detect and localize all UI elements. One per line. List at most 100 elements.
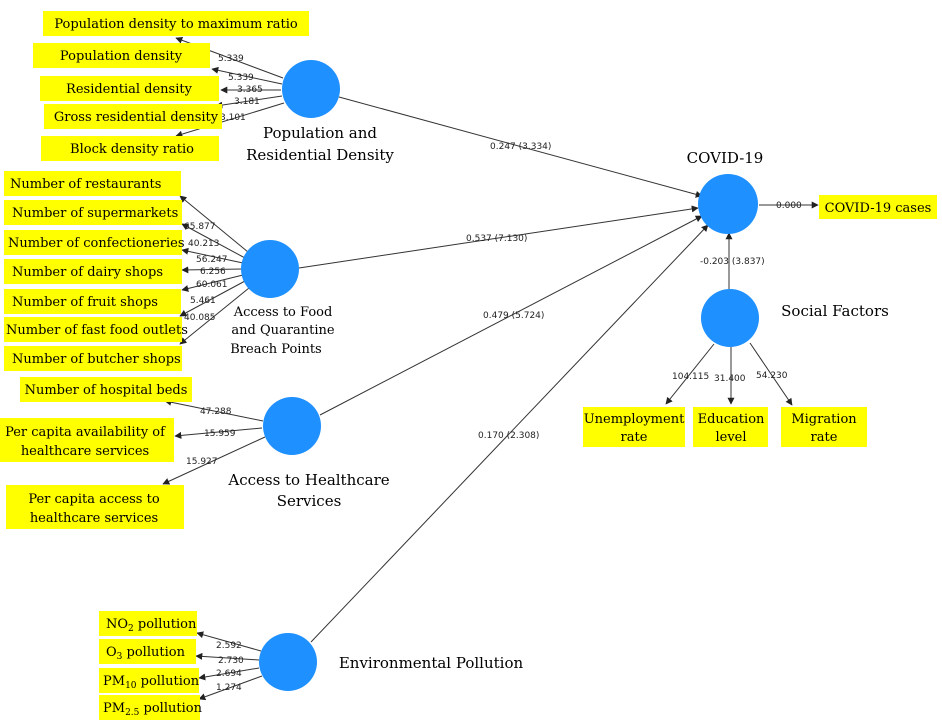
- latent-label-line: Social Factors: [781, 302, 889, 320]
- indicator-subscript: 3: [117, 652, 123, 662]
- indicator-box: [819, 195, 937, 219]
- loading-edge: [211, 66, 283, 85]
- loading-edge: [198, 675, 263, 701]
- latent-label-line: Access to Healthcare: [227, 471, 389, 489]
- indicator-box: [33, 43, 210, 68]
- latent-node-environmental-pollution: [259, 633, 317, 691]
- loading-edge: [179, 280, 246, 317]
- indicator-label: Number of confectioneries: [8, 236, 184, 251]
- path-pop-covid: [338, 96, 703, 198]
- structural-paths: [298, 96, 733, 643]
- loading-label: 104.115: [672, 372, 709, 382]
- loading-label: 2.694: [216, 669, 242, 679]
- indicator-suffix: pollution: [137, 674, 200, 689]
- indicator-box: [41, 136, 219, 161]
- latent-label-line: and Quarantine: [231, 323, 334, 338]
- block-social-factors: 104.115 31.400 54.230 Unemployment rate …: [583, 289, 889, 447]
- indicator-label-pm25: PM2.5 pollution: [103, 701, 203, 718]
- path-label-food-covid: 0.537 (7.130): [466, 234, 527, 244]
- loading-label: 15.927: [186, 457, 218, 467]
- latent-node-access-to-healthcare: [263, 397, 321, 455]
- loading-label: 65.877: [184, 222, 216, 232]
- loading-label: 5.339: [218, 54, 244, 64]
- loading-edge: [179, 195, 249, 253]
- indicator-label: Number of hospital beds: [25, 383, 188, 398]
- indicator-label: Unemployment: [584, 412, 685, 427]
- indicator-label: healthcare services: [21, 444, 149, 459]
- indicator-label-o3: O3 pollution: [106, 645, 186, 662]
- indicator-label: Per capita availability of: [5, 425, 166, 440]
- latent-node-population-density: [282, 60, 340, 118]
- loading-label: 56.247: [196, 255, 228, 265]
- indicator-label: Block density ratio: [70, 142, 194, 157]
- indicator-label: Population density to maximum ratio: [54, 17, 298, 32]
- indicator-label: Residential density: [66, 82, 193, 97]
- indicator-box: [44, 104, 222, 129]
- block-access-to-healthcare: 47.288 15.959 15.927 Number of hospital …: [0, 377, 390, 529]
- loading-label: 6.256: [200, 267, 226, 277]
- indicator-label: Migration: [791, 412, 857, 427]
- latent-label-line: Breach Points: [230, 342, 321, 357]
- block-population-density: 5.339 5.339 3.365 3.181 3.101 Population…: [33, 11, 394, 164]
- latent-node-social-factors: [701, 289, 759, 347]
- loading-label: 47.288: [200, 407, 232, 417]
- path-label-health-covid: 0.479 (5.724): [483, 311, 544, 321]
- indicator-label: Number of fast food outlets: [6, 323, 188, 338]
- indicator-suffix: pollution: [134, 617, 197, 632]
- loading-edge: [175, 102, 285, 138]
- indicator-subscript: 2: [128, 624, 134, 634]
- latent-label-line: Environmental Pollution: [339, 654, 524, 672]
- indicator-box: [4, 200, 182, 225]
- loading-edge: [196, 631, 262, 652]
- indicator-label: O: [106, 645, 117, 660]
- latent-label-line: Access to Food: [233, 305, 333, 320]
- latent-label-line: Population and: [263, 124, 377, 142]
- indicator-box: [99, 639, 196, 664]
- block-covid: 0.000 COVID-19 cases COVID-19: [687, 149, 937, 234]
- indicator-box: [99, 668, 199, 693]
- indicator-suffix: pollution: [139, 701, 202, 716]
- loading-edge: [181, 223, 246, 259]
- indicator-label: Education: [698, 412, 765, 427]
- indicator-label: healthcare services: [30, 511, 158, 526]
- block-access-to-food: 65.877 40.213 56.247 6.256 60.061 5.461 …: [4, 171, 335, 371]
- latent-node-access-to-food: [241, 240, 299, 298]
- latent-label-line: COVID-19: [687, 149, 764, 167]
- indicator-box: [40, 76, 219, 101]
- indicator-label: level: [715, 430, 746, 445]
- indicator-box: [99, 695, 200, 720]
- loading-edge: [181, 247, 244, 264]
- indicator-label: PM: [103, 701, 125, 716]
- indicator-box: [781, 407, 867, 447]
- indicator-box: [4, 259, 182, 284]
- loading-edge: [174, 427, 263, 439]
- path-env-covid: [310, 224, 709, 643]
- path-label-env-covid: 0.170 (2.308): [478, 431, 539, 441]
- indicator-box: [4, 317, 182, 342]
- loading-edge: [162, 436, 266, 485]
- indicator-box: [4, 346, 182, 371]
- latent-label-line: Residential Density: [246, 146, 394, 164]
- indicator-box: [4, 171, 181, 196]
- indicator-label: Number of restaurants: [10, 177, 161, 192]
- indicator-label: Number of supermarkets: [12, 206, 178, 221]
- loading-label: 60.061: [196, 280, 228, 290]
- loading-label: 40.213: [188, 239, 220, 249]
- indicator-box: [43, 11, 309, 36]
- latent-node-covid: [698, 174, 758, 234]
- path-label-social-covid: -0.203 (3.837): [700, 257, 765, 267]
- indicator-label: rate: [811, 430, 838, 445]
- loading-edge: [179, 287, 250, 345]
- loading-label: 54.230: [756, 371, 788, 381]
- indicator-box: [20, 377, 192, 402]
- loading-label: 3.101: [220, 113, 246, 123]
- loading-label: 31.400: [714, 374, 746, 384]
- loading-label: 15.959: [204, 429, 236, 439]
- indicator-box: [693, 407, 768, 447]
- loading-label: 1.274: [216, 683, 242, 693]
- path-food-covid: [298, 205, 699, 269]
- indicator-label: Population density: [60, 49, 183, 64]
- indicator-label: NO: [106, 617, 128, 632]
- loading-label: 40.085: [184, 313, 216, 323]
